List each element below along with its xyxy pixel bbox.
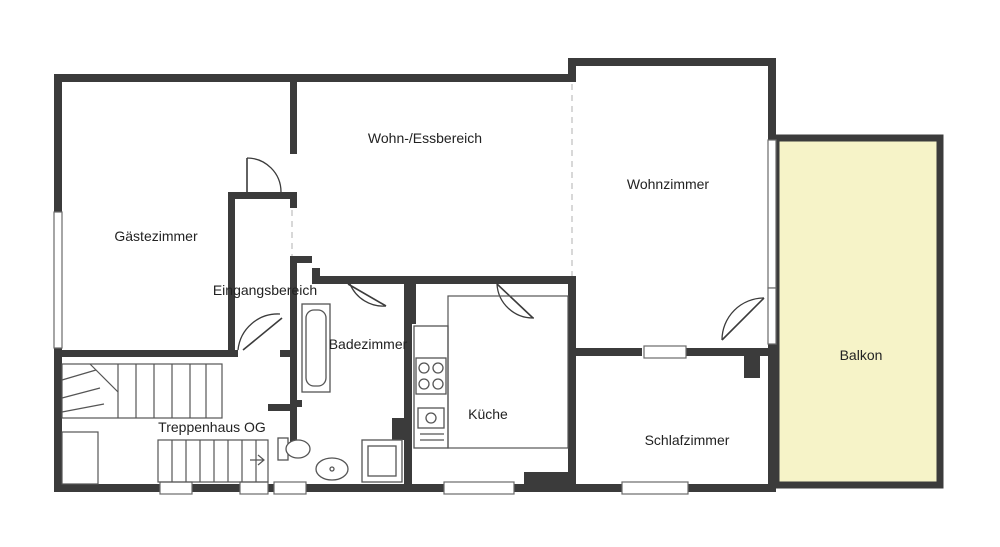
doors: [237, 157, 765, 351]
room-label-wohnzimmer: Wohnzimmer: [627, 176, 710, 192]
room-label-treppenhaus: Treppenhaus OG: [158, 419, 266, 435]
room-label-wohn-ess: Wohn-/Essbereich: [368, 130, 482, 146]
room-label-badezimmer: Badezimmer: [329, 336, 408, 352]
room-label-eingangsbereich: Eingangsbereich: [213, 282, 317, 298]
windows: [53, 139, 777, 495]
kitchen-fixtures: [413, 295, 569, 449]
room-label-gaestezimmer: Gästezimmer: [114, 228, 198, 244]
stove: [415, 357, 447, 395]
room-label-kueche: Küche: [468, 406, 508, 422]
room-label-schlafzimmer: Schlafzimmer: [645, 432, 730, 448]
staircase: [61, 363, 269, 485]
interior-walls: [60, 80, 772, 492]
balcony-area: [772, 134, 944, 489]
bathroom-fixtures: [277, 303, 403, 483]
room-label-balkon: Balkon: [840, 347, 883, 363]
